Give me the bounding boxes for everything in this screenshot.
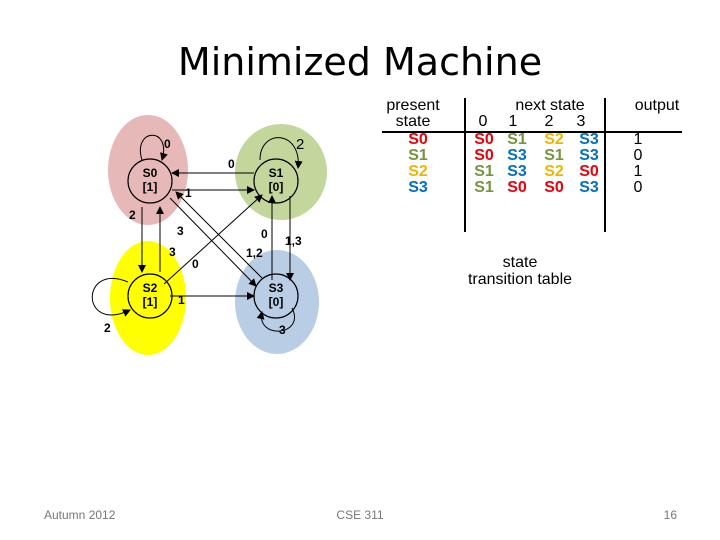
row-s1-next-0: S0 xyxy=(474,147,494,164)
table-caption-line-1: state xyxy=(502,254,538,271)
edge-s2-to-s1 xyxy=(163,194,263,285)
input-col-3: 3 xyxy=(576,113,586,130)
row-s3-next-3: S3 xyxy=(579,179,599,196)
slide-title: Minimized Machine xyxy=(177,40,543,84)
row-s3-output: 0 xyxy=(633,179,643,196)
state-s2-output: [1] xyxy=(143,295,158,309)
page-number: 16 xyxy=(663,508,677,522)
row-s0-next-3: S3 xyxy=(579,131,599,148)
input-col-0: 0 xyxy=(478,113,488,130)
row-s2-next-2: S2 xyxy=(544,163,564,180)
header-present: present xyxy=(386,97,440,114)
input-col-2: 2 xyxy=(544,113,554,130)
state-node-s1 xyxy=(253,158,299,204)
row-s1-present: S1 xyxy=(408,147,428,164)
label-s3-self: 3 xyxy=(279,323,286,337)
label-s0-to-s2: 2 xyxy=(129,208,136,222)
label-s2-to-s3: 1 xyxy=(178,293,185,307)
row-s3-next-0: S1 xyxy=(474,179,494,196)
edge-s1-self xyxy=(259,137,303,169)
state-s1-name: S1 xyxy=(269,166,284,180)
label-s0-self: 0 xyxy=(164,137,171,151)
label-s0-to-s3: 3 xyxy=(177,224,184,238)
label-s0-to-s1: 1 xyxy=(185,186,192,200)
row-s1-next-3: S3 xyxy=(579,147,599,164)
state-node-s0 xyxy=(127,158,173,204)
row-s0-next-0: S0 xyxy=(474,131,494,148)
label-s3-to-s0: 1,2 xyxy=(246,246,263,260)
label-s2-self: 2 xyxy=(104,321,111,335)
label-s2-to-s0: 3 xyxy=(169,245,176,259)
label-s2-to-s1: 0 xyxy=(192,257,199,271)
row-s0-output: 1 xyxy=(633,131,643,148)
edge-s3-to-s0 xyxy=(175,191,263,279)
row-s1-next-2: S1 xyxy=(544,147,564,164)
row-s3-next-2: S0 xyxy=(544,179,564,196)
row-s3-next-1: S0 xyxy=(507,179,527,196)
label-s1-to-s3: 1,3 xyxy=(285,234,302,248)
state-s2-name: S2 xyxy=(143,281,158,295)
row-s3-present: S3 xyxy=(408,179,428,196)
header-output: output xyxy=(634,97,680,114)
s2-background xyxy=(110,241,186,355)
label-s3-to-s1: 0 xyxy=(261,227,268,241)
row-s2-next-0: S1 xyxy=(474,163,494,180)
edge-s0-self xyxy=(139,134,168,161)
row-s1-next-1: S3 xyxy=(507,147,527,164)
label-s1-self: 2 xyxy=(296,136,304,153)
footer-date: Autumn 2012 xyxy=(44,508,116,522)
s3-background xyxy=(235,250,319,354)
input-col-1: 1 xyxy=(508,113,518,130)
footer-course: CSE 311 xyxy=(336,508,384,522)
row-s0-next-1: S1 xyxy=(507,131,527,148)
row-s2-next-1: S3 xyxy=(507,163,527,180)
edge-s3-self xyxy=(256,307,295,332)
state-s1-output: [0] xyxy=(269,180,284,194)
row-s2-output: 1 xyxy=(633,163,643,180)
header-state: state xyxy=(395,113,431,130)
state-s3-output: [0] xyxy=(269,295,284,309)
state-node-s3 xyxy=(253,273,299,319)
row-s0-present: S0 xyxy=(408,131,428,148)
state-s0-output: [1] xyxy=(143,180,158,194)
row-s2-present: S2 xyxy=(408,163,428,180)
edge-s0-to-s3 xyxy=(169,197,257,287)
header-next-state: next state xyxy=(515,97,585,114)
label-s1-to-s0: 0 xyxy=(228,157,235,171)
row-s1-output: 0 xyxy=(633,147,643,164)
row-s2-next-3: S0 xyxy=(579,163,599,180)
s0-background xyxy=(108,115,188,225)
state-s0-name: S0 xyxy=(143,166,158,180)
table-caption-line-2: transition table xyxy=(467,271,573,288)
edge-s2-self xyxy=(91,278,131,317)
state-node-s2 xyxy=(127,273,173,319)
row-s0-next-2: S2 xyxy=(544,131,564,148)
state-s3-name: S3 xyxy=(269,281,284,295)
